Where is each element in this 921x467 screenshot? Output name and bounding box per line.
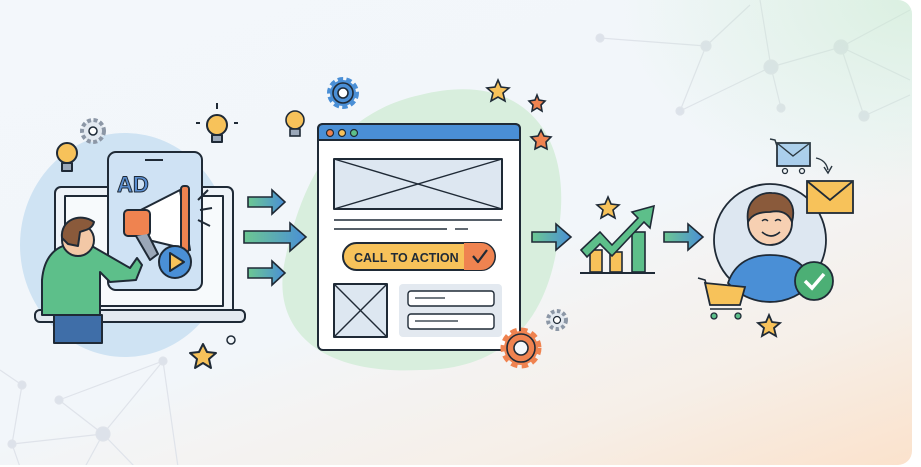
check-icon	[794, 261, 834, 301]
star-icon	[485, 77, 511, 103]
megaphone-icon	[123, 209, 151, 237]
shopping-cart-icon	[697, 277, 747, 320]
form-field	[407, 290, 495, 307]
growth-chart-icon	[579, 194, 656, 274]
gear-icon	[546, 309, 568, 331]
lightbulb-icon	[196, 103, 238, 143]
landing-page-window	[317, 123, 521, 351]
gear-icon	[80, 118, 106, 144]
envelope-icon	[806, 180, 854, 214]
star-icon	[595, 194, 621, 220]
cart-email-icon	[769, 138, 811, 175]
call-to-action-button	[342, 242, 496, 271]
gear-icon	[500, 327, 542, 369]
ad-badge: AD	[117, 172, 149, 197]
lightbulb-icon	[285, 110, 305, 137]
star-icon	[189, 343, 217, 369]
star-icon	[529, 128, 553, 151]
call-to-action-label: CALL TO ACTION	[354, 251, 459, 265]
gear-icon	[327, 77, 359, 109]
flow-arrow	[663, 222, 705, 252]
star-icon	[527, 92, 547, 113]
star-icon	[755, 312, 783, 338]
lightbulb-icon	[56, 142, 78, 172]
flow-arrow	[531, 222, 573, 252]
ad-stage: AD	[34, 103, 246, 369]
flow-arrows-in	[243, 188, 308, 287]
customer-conversion	[697, 138, 854, 338]
